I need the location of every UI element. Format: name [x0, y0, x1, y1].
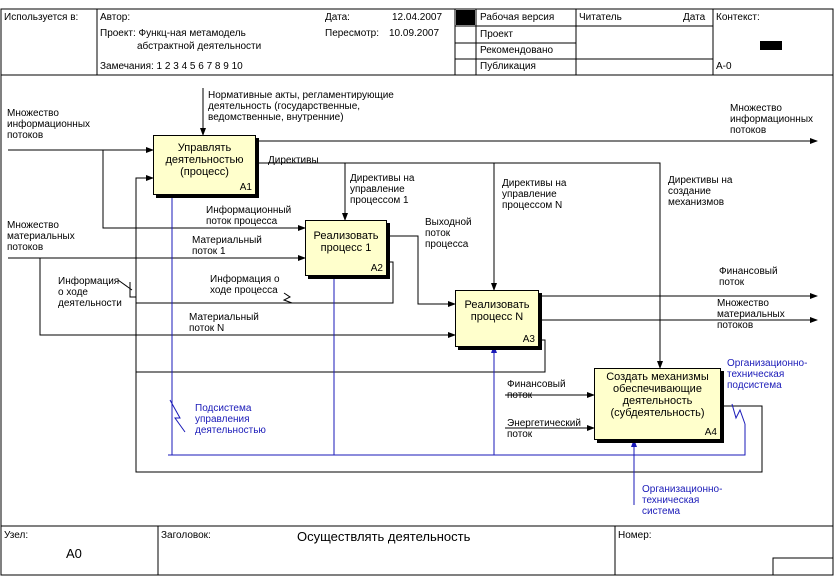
label-info-out: Множество информационных потоков [730, 103, 814, 136]
label-energy-flow: Энергетический поток [507, 418, 581, 440]
status-draft[interactable]: Проект [480, 29, 513, 40]
status-publication[interactable]: Публикация [480, 61, 536, 72]
label-mat-in: Множество материальных потоков [7, 220, 75, 253]
label-fin-flow-in: Финансовый поток [507, 379, 566, 401]
activity-id: A3 [522, 334, 535, 345]
label-org-tech-sub: Организационно- техническая подсистема [727, 358, 808, 391]
activity-box-a1[interactable]: Управлять деятельностью (процесс) A1 [153, 135, 256, 195]
activity-box-a4[interactable]: Создать механизмы обеспечивающие деятель… [594, 368, 721, 440]
project-line-2: абстрактной деятельности [137, 41, 262, 52]
label-normative: Нормативные акты, регламентирующие деяте… [208, 90, 394, 123]
label-directives: Директивы [268, 155, 319, 166]
author-label: Автор: [100, 12, 131, 23]
activity-id: A1 [239, 182, 252, 193]
label-info-flow: Информационный поток процесса [206, 205, 292, 227]
notes-line[interactable]: Замечания: 1 2 3 4 5 6 7 8 9 10 [100, 61, 243, 72]
activity-box-a2[interactable]: Реализовать процесс 1 A2 [305, 220, 387, 276]
node-value: А0 [66, 546, 82, 561]
label-mat-flowN: Материальный поток N [189, 312, 259, 334]
label-info-progress: Информация о ходе процесса [210, 274, 280, 296]
activity-box-a3[interactable]: Реализовать процесс N A3 [455, 290, 539, 347]
revision-value: 10.09.2007 [389, 28, 440, 39]
context-label: Контекст: [716, 12, 760, 23]
activity-title: Управлять деятельностью (процесс) [165, 142, 244, 178]
number-label: Номер: [618, 530, 652, 541]
label-mat-flow1: Материальный поток 1 [192, 235, 262, 257]
label-mat-out: Множество материальных потоков [717, 298, 785, 331]
label-info-progress-left: Информация о ходе деятельности [58, 276, 122, 309]
diagram-title: Осуществлять деятельность [297, 529, 471, 544]
used-in-label: Используется в: [4, 12, 79, 23]
activity-id: A4 [704, 427, 717, 438]
node-label: Узел: [4, 530, 29, 541]
label-dir-proc1: Директивы на управление процессом 1 [350, 173, 415, 206]
activity-id: A2 [370, 263, 383, 274]
label-fin-flow-out: Финансовый поток [719, 266, 778, 288]
activity-title: Реализовать процесс 1 [313, 230, 379, 254]
title-label: Заголовок: [161, 530, 211, 541]
label-mgmt-subsystem: Подсистема управления деятельностью [195, 403, 266, 436]
label-dir-procN: Директивы на управление процессом N [502, 178, 567, 211]
reader-date-label: Дата [683, 12, 706, 23]
date-label: Дата: [325, 12, 350, 23]
revision-label: Пересмотр: [325, 28, 380, 39]
label-info-in: Множество информационных потоков [7, 108, 91, 141]
reader-label: Читатель [579, 12, 622, 23]
project-line: Проект: Функц-ная метамодель [100, 28, 246, 39]
label-dir-mech: Директивы на создание механизмов [668, 175, 733, 208]
context-node: А-0 [716, 61, 732, 72]
label-org-tech-sys: Организационно- техническая система [642, 484, 723, 517]
status-work[interactable]: Рабочая версия [480, 12, 555, 23]
activity-title: Реализовать процесс N [464, 299, 530, 323]
date-value: 12.04.2007 [392, 12, 443, 23]
label-out-flow: Выходной поток процесса [425, 217, 472, 250]
status-recommended[interactable]: Рекомендовано [480, 45, 554, 56]
activity-title: Создать механизмы обеспечивающие деятель… [606, 371, 709, 419]
